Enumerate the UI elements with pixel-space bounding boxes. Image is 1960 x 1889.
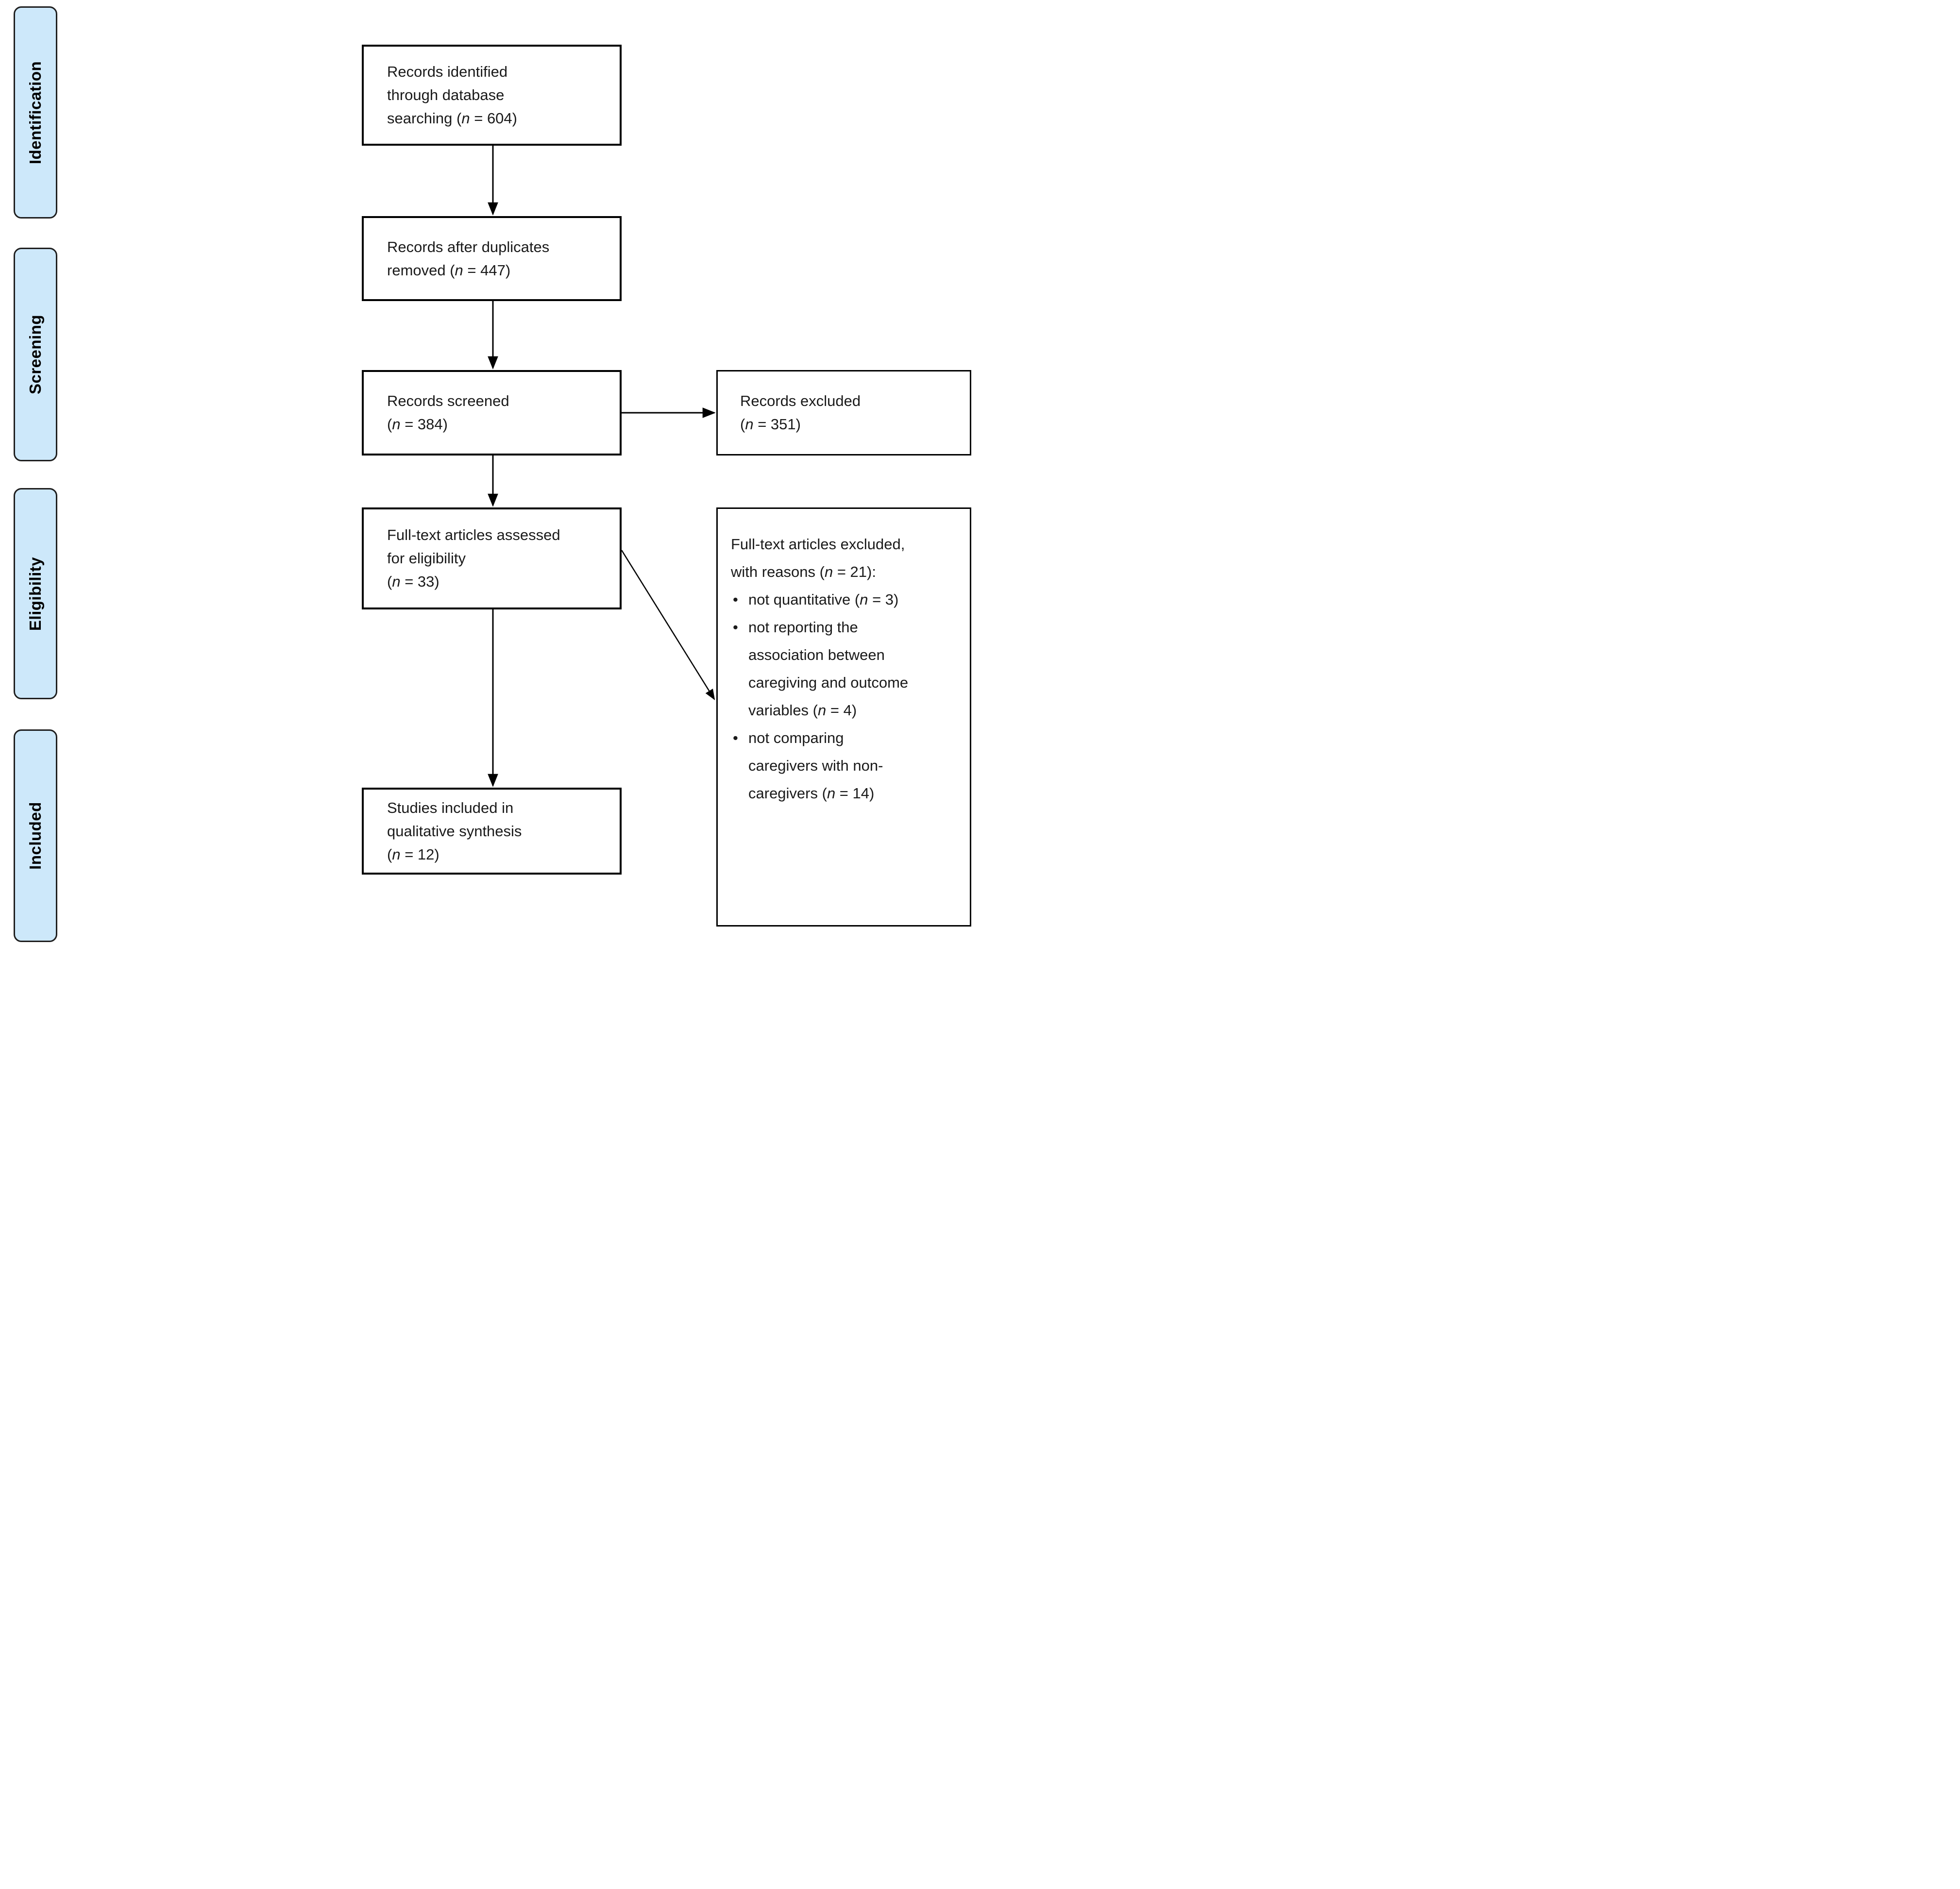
stage-identification: Identification xyxy=(14,6,57,219)
stage-screening: Screening xyxy=(14,248,57,461)
box-studies-included-text: Studies included in qualitative synthesi… xyxy=(387,799,522,863)
exclusion-reason-text: not comparing caregivers with non- careg… xyxy=(748,729,883,802)
stage-included-label: Included xyxy=(26,802,44,870)
stage-eligibility-label: Eligibility xyxy=(26,557,44,631)
stage-screening-label: Screening xyxy=(26,314,44,395)
stage-eligibility: Eligibility xyxy=(14,488,57,699)
box-records-identified: Records identified through database sear… xyxy=(362,45,622,146)
exclusion-reason-text: not reporting the association between ca… xyxy=(748,619,909,719)
exclusion-reason-item: • not quantitative (n = 3) xyxy=(731,586,958,613)
box-studies-included: Studies included in qualitative synthesi… xyxy=(362,788,622,875)
box-records-excluded-text: Records excluded (n = 351) xyxy=(740,392,861,433)
box-records-after-duplicates-text: Records after duplicates removed (n = 44… xyxy=(387,238,550,279)
box-records-screened-text: Records screened (n = 384) xyxy=(387,392,509,433)
box-fulltext-assessed: Full-text articles assessed for eligibil… xyxy=(362,507,622,609)
exclusion-reason-item: • not reporting the association between … xyxy=(731,613,958,724)
box-records-after-duplicates: Records after duplicates removed (n = 44… xyxy=(362,216,622,301)
stage-included: Included xyxy=(14,729,57,942)
box-fulltext-excluded: Full-text articles excluded, with reason… xyxy=(716,507,971,927)
box-fulltext-assessed-text: Full-text articles assessed for eligibil… xyxy=(387,526,560,590)
box-records-identified-text: Records identified through database sear… xyxy=(387,63,517,127)
arrow-fulltext-to-fulltext-excluded xyxy=(621,550,715,700)
box-records-excluded: Records excluded (n = 351) xyxy=(716,370,971,455)
box-records-screened: Records screened (n = 384) xyxy=(362,370,622,455)
exclusion-reason-text: not quantitative (n = 3) xyxy=(748,591,899,608)
exclusion-reason-item: • not comparing caregivers with non- car… xyxy=(731,724,958,807)
bullet-icon: • xyxy=(733,619,738,636)
bullet-icon: • xyxy=(733,729,738,746)
box-fulltext-excluded-title: Full-text articles excluded, with reason… xyxy=(731,536,905,580)
exclusion-reason-list: • not quantitative (n = 3) • not reporti… xyxy=(731,586,958,807)
stage-identification-label: Identification xyxy=(26,61,44,164)
bullet-icon: • xyxy=(733,591,738,608)
prisma-flow-diagram: Identification Screening Eligibility Inc… xyxy=(0,0,980,944)
